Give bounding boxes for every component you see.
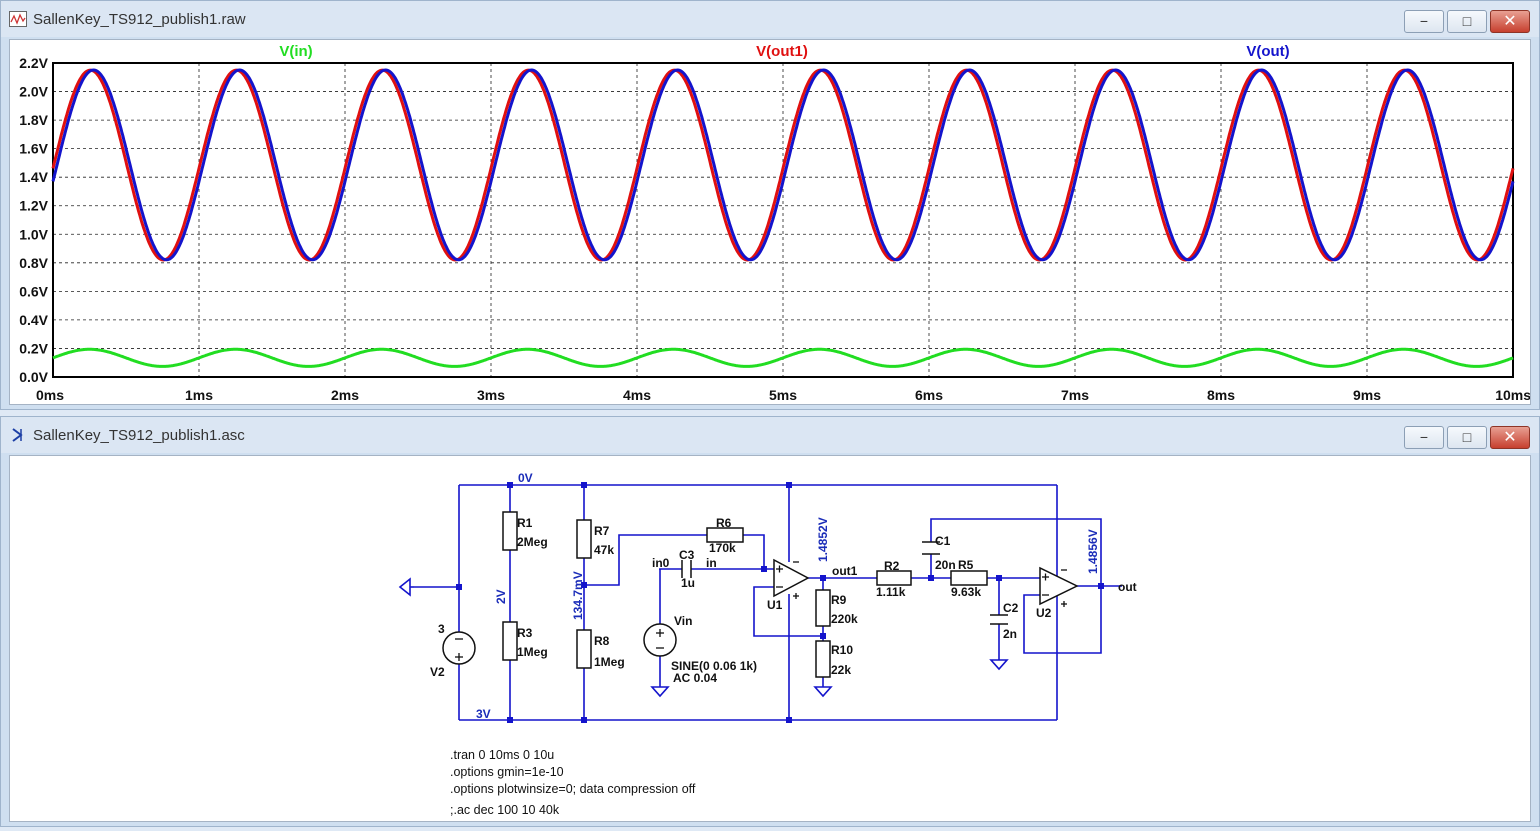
x-tick-label: 10ms [1495, 387, 1531, 403]
y-tick-label: 0.4V [19, 312, 48, 328]
net-label-in0: in0 [652, 556, 670, 570]
schematic-maximize-button[interactable]: □ [1447, 426, 1487, 449]
junction-dots [456, 482, 1104, 723]
r10-label: R10 [831, 643, 853, 657]
waveform-icon [9, 11, 27, 27]
r9-label: R9 [831, 593, 847, 607]
ground-and-port [398, 577, 1009, 698]
node-voltage-out1: 1.4852V [816, 517, 830, 562]
y-tick-label: 0.0V [19, 369, 48, 385]
schematic-drawing[interactable]: 0V 3V 2V 134.7mV 1.4852V 1.4856V 3 V2 R1… [10, 456, 1531, 821]
spice-directive: .options plotwinsize=0; data compression… [450, 782, 696, 796]
x-tick-label: 2ms [331, 387, 359, 403]
x-tick-label: 1ms [185, 387, 213, 403]
waveform-minimize-button[interactable]: − [1404, 10, 1444, 33]
c1-label: C1 [935, 534, 951, 548]
c2-value: 2n [1003, 627, 1017, 641]
r5-label: R5 [958, 558, 974, 572]
waveform-close-button[interactable]: ✕ [1490, 10, 1530, 33]
node-voltage-2v: 2V [494, 589, 508, 604]
x-tick-label: 5ms [769, 387, 797, 403]
r2-value: 1.11k [876, 585, 906, 599]
net-label-in: in [706, 556, 717, 570]
net-label-3v: 3V [476, 707, 491, 721]
net-label-out: out [1118, 580, 1137, 594]
vin-value: SINE(0 0.06 1k) [671, 659, 757, 673]
r6-label: R6 [716, 516, 732, 530]
r9-value: 220k [831, 612, 858, 626]
spice-directive: .tran 0 10ms 0 10u [450, 748, 554, 762]
net-label-out1: out1 [832, 564, 858, 578]
c1-value: 20n [935, 558, 956, 572]
r3-label: R3 [517, 626, 533, 640]
y-tick-label: 1.0V [19, 226, 48, 242]
x-tick-label: 7ms [1061, 387, 1089, 403]
c3-label: C3 [679, 548, 695, 562]
ltspice-icon [12, 428, 23, 442]
schematic-minimize-button[interactable]: − [1404, 426, 1444, 449]
waveform-plot-area[interactable]: 0ms 1ms 2ms 3ms 4ms 5ms 6ms 7ms 8ms 9ms 10ms 0.0V 0.… [9, 39, 1531, 405]
c2-label: C2 [1003, 601, 1019, 615]
waveform-window: SallenKey_TS912_publish1.raw − □ ✕ 0ms 1m… [0, 0, 1540, 410]
net-label-0v: 0V [518, 471, 533, 485]
schematic-canvas[interactable]: 0V 3V 2V 134.7mV 1.4852V 1.4856V 3 V2 R1… [9, 455, 1531, 822]
r7-label: R7 [594, 524, 610, 538]
r1-label: R1 [517, 516, 533, 530]
vin-ac: AC 0.04 [673, 671, 717, 685]
x-tick-label: 6ms [915, 387, 943, 403]
v2-value-label: 3 [438, 622, 445, 636]
u2-label: U2 [1036, 606, 1052, 620]
x-tick-label: 9ms [1353, 387, 1381, 403]
source-marks [455, 561, 1067, 661]
vin-label: Vin [674, 614, 692, 628]
labels: 0V 3V 2V 134.7mV 1.4852V 1.4856V 3 V2 R1… [430, 471, 1137, 817]
waveform-maximize-button[interactable]: □ [1447, 10, 1487, 33]
waveform-chart[interactable]: 0ms 1ms 2ms 3ms 4ms 5ms 6ms 7ms 8ms 9ms 10ms 0.0V 0.… [10, 40, 1531, 404]
series-line-vin [52, 347, 1514, 368]
legend-label: V(out) [1246, 43, 1289, 60]
y-tick-label: 0.8V [19, 255, 48, 271]
y-tick-label: 0.2V [19, 340, 48, 356]
waveform-titlebar[interactable]: SallenKey_TS912_publish1.raw − □ ✕ [1, 1, 1539, 37]
schematic-close-button[interactable]: ✕ [1490, 426, 1530, 449]
r7-value: 47k [594, 543, 614, 557]
spice-directive: ;.ac dec 100 10 40k [450, 803, 560, 817]
x-tick-label: 3ms [477, 387, 505, 403]
r5-value: 9.63k [951, 585, 981, 599]
series-line-vout1 [51, 68, 1515, 262]
x-tick-label: 0ms [36, 387, 64, 403]
v2-label: V2 [430, 665, 445, 679]
series-line-vout [51, 68, 1515, 262]
legend-label: V(in) [279, 43, 312, 60]
node-voltage-bias: 134.7mV [571, 571, 585, 620]
x-tick-label: 8ms [1207, 387, 1235, 403]
y-tick-label: 1.8V [19, 112, 48, 128]
x-tick-label: 4ms [623, 387, 651, 403]
r1-value: 2Meg [517, 535, 548, 549]
r8-value: 1Meg [594, 655, 625, 669]
y-tick-label: 2.0V [19, 84, 48, 100]
y-tick-label: 1.4V [19, 169, 48, 185]
r8-label: R8 [594, 634, 610, 648]
r10-value: 22k [831, 663, 851, 677]
r3-value: 1Meg [517, 645, 548, 659]
y-tick-label: 1.6V [19, 141, 48, 157]
y-tick-label: 2.2V [19, 55, 48, 71]
schematic-window-title: SallenKey_TS912_publish1.asc [33, 427, 245, 444]
waveform-window-title: SallenKey_TS912_publish1.raw [33, 11, 246, 28]
plot-frame [52, 62, 1514, 378]
y-tick-label: 0.6V [19, 283, 48, 299]
spice-directive: .options gmin=1e-10 [450, 765, 564, 779]
schematic-titlebar[interactable]: SallenKey_TS912_publish1.asc − □ ✕ [1, 417, 1539, 453]
u1-label: U1 [767, 598, 783, 612]
legend-label: V(out1) [756, 43, 808, 60]
c3-value: 1u [681, 576, 695, 590]
node-voltage-out: 1.4856V [1086, 529, 1100, 574]
y-tick-label: 1.2V [19, 198, 48, 214]
r6-value: 170k [709, 541, 736, 555]
wires [414, 484, 1122, 721]
schematic-window: SallenKey_TS912_publish1.asc − □ ✕ [0, 416, 1540, 827]
r2-label: R2 [884, 559, 900, 573]
